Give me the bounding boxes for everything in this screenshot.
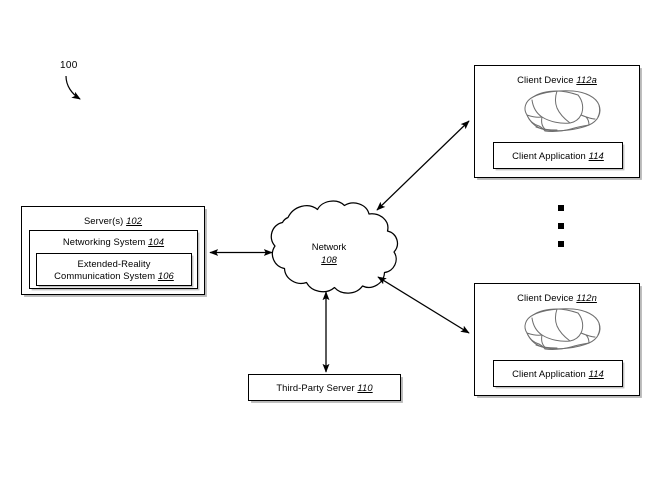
third-party-server-title: Third-Party Server 110	[249, 382, 400, 394]
vr-headset-icon-svg	[524, 308, 601, 350]
client-application-box-n[interactable]: Client Application 114	[493, 360, 623, 387]
xr-system-title-line2: Communication System 106	[37, 270, 191, 282]
ellipsis-dot	[558, 223, 564, 229]
ellipsis-dot	[558, 241, 564, 247]
vr-headset-icon	[503, 88, 613, 136]
client-device-a-title: Client Device 112a	[475, 74, 639, 86]
network-label-ref: 108	[321, 254, 337, 265]
third-party-server-title-name: Third-Party Server	[276, 382, 355, 393]
client-application-n-title: Client Application 114	[494, 368, 622, 380]
server-box-title-ref: 102	[126, 215, 143, 226]
networking-system-title-name: Networking System	[62, 236, 146, 247]
client-device-n-title-ref: 112n	[576, 292, 597, 303]
ellipsis-dot	[558, 205, 564, 211]
client-device-a-title-name: Client Device	[517, 74, 574, 85]
client-application-a-title: Client Application 114	[494, 150, 622, 162]
server-box-title: Server(s) 102	[22, 215, 204, 227]
xr-system-title-line1: Extended-Reality	[77, 258, 151, 269]
client-application-n-title-ref: 114	[588, 368, 604, 379]
client-device-box-a[interactable]: Client Device 112a	[474, 65, 640, 178]
networking-system-title: Networking System 104	[30, 236, 197, 248]
figure-number: 100	[60, 60, 78, 71]
client-device-n-title: Client Device 112n	[475, 292, 639, 304]
server-box-title-name: Server(s)	[83, 215, 124, 226]
networking-system-title-ref: 104	[148, 236, 165, 247]
network-cloud-shape	[270, 200, 399, 294]
network-label-name: Network	[311, 241, 347, 252]
networking-system-box[interactable]: Networking System 104 Extended-Reality C…	[29, 230, 198, 289]
client-application-box-a[interactable]: Client Application 114	[493, 142, 623, 169]
connector-network-client-a	[376, 120, 470, 211]
third-party-server-title-ref: 110	[357, 382, 373, 393]
network-label: Network 108	[274, 240, 384, 266]
xr-system-title-line2-name: Communication System	[54, 270, 156, 281]
vr-headset-icon-svg	[524, 90, 601, 132]
connector-network-client-n	[377, 276, 470, 334]
third-party-server-box[interactable]: Third-Party Server 110	[248, 374, 401, 401]
client-application-a-title-ref: 114	[588, 150, 604, 161]
vertical-ellipsis-icon	[558, 205, 568, 257]
extended-reality-communication-system-box[interactable]: Extended-Reality Communication System 10…	[36, 253, 192, 286]
server-box[interactable]: Server(s) 102 Networking System 104 Exte…	[21, 206, 205, 295]
client-device-box-n[interactable]: Client Device 112n	[474, 283, 640, 396]
client-device-a-title-ref: 112a	[576, 74, 597, 85]
client-application-a-title-name: Client Application	[512, 150, 586, 161]
vr-headset-icon	[503, 306, 613, 354]
xr-system-title-ref: 106	[157, 270, 174, 281]
client-device-n-title-name: Client Device	[517, 292, 574, 303]
client-application-n-title-name: Client Application	[512, 368, 586, 379]
figure-lead-line	[65, 75, 81, 100]
